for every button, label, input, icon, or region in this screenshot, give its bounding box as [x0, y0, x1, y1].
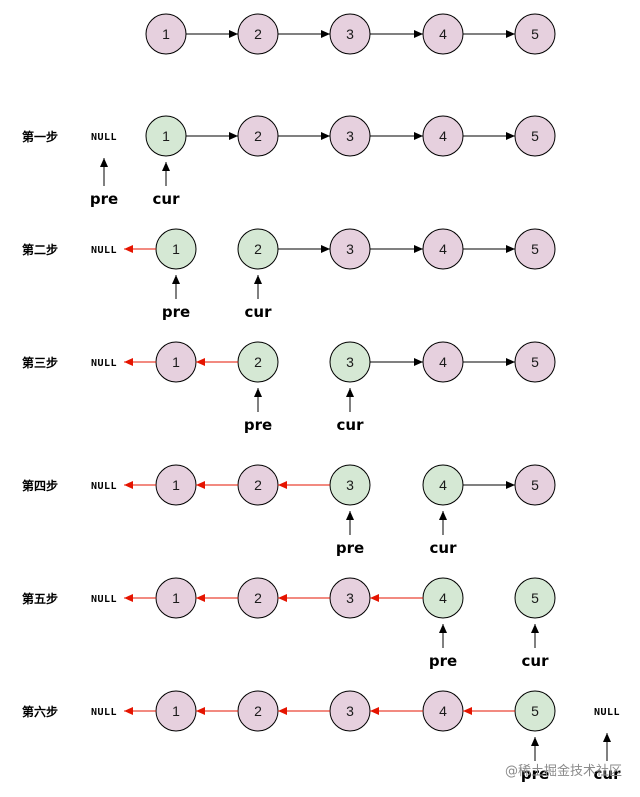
step4-node-1-label: 1 — [172, 477, 180, 493]
step4-node-3-label: 3 — [346, 477, 354, 493]
pre-pointer-label: pre — [162, 303, 190, 321]
step-4: 第四步 NULL 1 2 3 4 5 pre cur — [22, 464, 556, 557]
pre-pointer-label: pre — [244, 416, 272, 434]
left-null-label: NULL — [91, 245, 117, 256]
step4-node-5-label: 5 — [531, 477, 539, 493]
step5-node-1-label: 1 — [172, 590, 180, 606]
right-null-label: NULL — [594, 707, 620, 718]
left-null-label: NULL — [91, 594, 117, 605]
step2-node-3-label: 3 — [346, 241, 354, 257]
step1-node-1-label: 1 — [162, 128, 170, 144]
step6-node-5-label: 5 — [531, 703, 539, 719]
step6-node-4-label: 4 — [439, 703, 447, 719]
step3-node-2-label: 2 — [254, 354, 262, 370]
step-title: 第四步 — [22, 478, 58, 493]
step2-node-2-label: 2 — [254, 241, 262, 257]
step-title: 第二步 — [22, 242, 58, 257]
step1-node-2-label: 2 — [254, 128, 262, 144]
cur-pointer-label: cur — [522, 652, 550, 670]
pre-pointer-label: pre — [90, 190, 118, 208]
step-title: 第一步 — [22, 129, 58, 144]
left-null-label: NULL — [91, 358, 117, 369]
pre-pointer-label: pre — [336, 539, 364, 557]
initial-node-2-label: 2 — [254, 26, 262, 42]
step-1: 第一步 NULL 1 2 3 4 5 pre cur — [22, 115, 556, 208]
step5-node-5-label: 5 — [531, 590, 539, 606]
initial-node-5-label: 5 — [531, 26, 539, 42]
diagram-content: 1 2 3 4 5 第一步 NULL 1 2 3 4 5 pre cur 第二步 NULL 1 2 3 4 5 pre cu… — [22, 13, 622, 783]
step1-node-5-label: 5 — [531, 128, 539, 144]
pre-pointer-label: pre — [521, 765, 549, 783]
left-null-label: NULL — [91, 481, 117, 492]
step5-node-2-label: 2 — [254, 590, 262, 606]
step-title: 第五步 — [22, 591, 58, 606]
step1-node-3-label: 3 — [346, 128, 354, 144]
step6-node-2-label: 2 — [254, 703, 262, 719]
cur-pointer-label: cur — [153, 190, 181, 208]
cur-pointer-label: cur — [245, 303, 273, 321]
step4-node-4-label: 4 — [439, 477, 447, 493]
initial-list: 1 2 3 4 5 — [145, 13, 556, 55]
left-null-label: NULL — [91, 707, 117, 718]
step3-node-1-label: 1 — [172, 354, 180, 370]
cur-pointer-label: cur — [430, 539, 458, 557]
step6-node-3-label: 3 — [346, 703, 354, 719]
step6-node-1-label: 1 — [172, 703, 180, 719]
initial-node-3-label: 3 — [346, 26, 354, 42]
step5-node-4-label: 4 — [439, 590, 447, 606]
step2-node-5-label: 5 — [531, 241, 539, 257]
left-null-label: NULL — [91, 132, 117, 143]
step-2: 第二步 NULL 1 2 3 4 5 pre cur — [22, 228, 556, 321]
step3-node-4-label: 4 — [439, 354, 447, 370]
step5-node-5-circle — [514, 577, 556, 619]
step2-node-1-label: 1 — [172, 241, 180, 257]
initial-node-4-label: 4 — [439, 26, 447, 42]
step-title: 第三步 — [22, 355, 58, 370]
pre-pointer-label: pre — [429, 652, 457, 670]
step-3: 第三步 NULL 1 2 3 4 5 pre cur — [22, 341, 556, 434]
step3-node-3-label: 3 — [346, 354, 354, 370]
step2-node-4-label: 4 — [439, 241, 447, 257]
cur-pointer-label: cur — [594, 765, 622, 783]
step1-node-4-label: 4 — [439, 128, 447, 144]
initial-node-1-label: 1 — [162, 26, 170, 42]
step-5: 第五步 NULL 1 2 3 4 5 pre cur — [22, 577, 556, 670]
step-title: 第六步 — [22, 704, 58, 719]
watermark: @稀土掘金技术社区 — [505, 763, 622, 779]
step-6: 第六步 NULL NULL 1 2 3 4 5 pre cur — [22, 690, 622, 783]
step3-node-5-label: 5 — [531, 354, 539, 370]
step5-node-3-label: 3 — [346, 590, 354, 606]
step4-node-2-label: 2 — [254, 477, 262, 493]
cur-pointer-label: cur — [337, 416, 365, 434]
